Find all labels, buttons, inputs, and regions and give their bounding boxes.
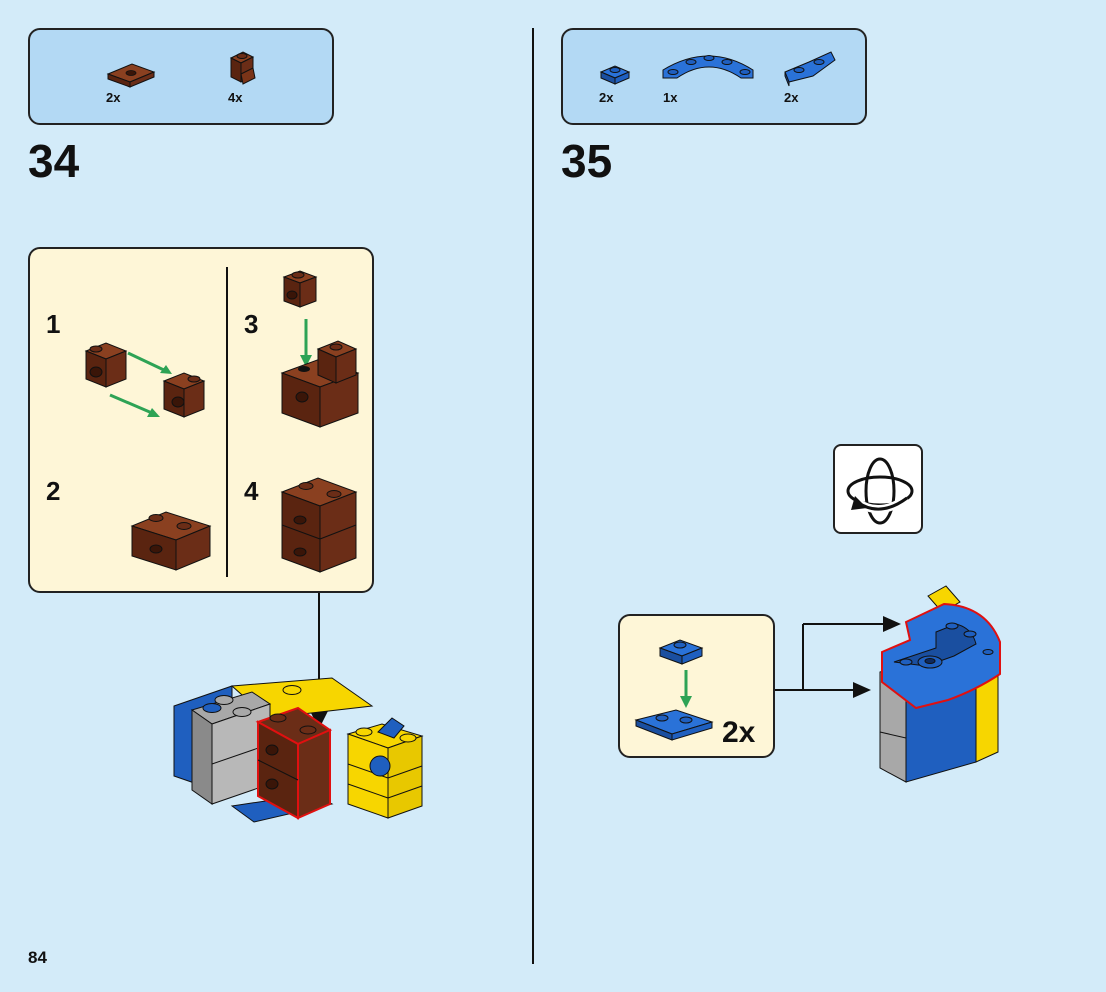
- parts-list-step-35: 2x 1x 2x: [561, 28, 867, 125]
- step-number: 34: [28, 138, 79, 184]
- substep-number: 2: [46, 478, 60, 504]
- blue-wedge-plate: [636, 710, 712, 740]
- step-divider: [532, 28, 534, 964]
- callout-qty: 2x: [722, 718, 755, 748]
- substep-divider: [226, 267, 228, 577]
- substep-callout-box: 1 2 3 4: [28, 247, 374, 593]
- step-35-model: [876, 582, 1006, 792]
- callout-box: 2x: [618, 614, 775, 758]
- part-qty: 2x: [106, 90, 120, 105]
- parts-list-step-34: 2x 4x: [28, 28, 334, 125]
- substep-number: 4: [244, 478, 258, 504]
- blue-plate: [660, 640, 702, 664]
- substep-1-illustration: [80, 337, 220, 437]
- substep-3-illustration: [278, 267, 368, 437]
- callout-illustration: [634, 634, 724, 744]
- blue-arc-plate-icon: [661, 48, 757, 92]
- brown-bracket-brick: [86, 343, 126, 387]
- green-arrow: [300, 319, 312, 367]
- brown-bracket-brick: [164, 373, 204, 417]
- rotate-model-icon: [833, 444, 923, 534]
- part-qty: 1x: [663, 90, 677, 105]
- page-number: 84: [28, 948, 47, 968]
- blue-wedge-plate-icon: [781, 50, 841, 90]
- substep-2-illustration: [130, 504, 220, 584]
- part-qty: 2x: [784, 90, 798, 105]
- step-34-model: [172, 676, 428, 826]
- brown-bracket-brick: [284, 271, 316, 307]
- part-qty: 2x: [599, 90, 613, 105]
- green-arrow: [680, 670, 692, 708]
- substep-number: 1: [46, 311, 60, 337]
- brown-plate-icon: [104, 54, 164, 94]
- substep-number: 3: [244, 311, 258, 337]
- brown-brick-assembly: [282, 341, 358, 427]
- step-number: 35: [561, 138, 612, 184]
- part-qty: 4x: [228, 90, 242, 105]
- blue-plate-icon: [597, 62, 637, 92]
- substep-4-illustration: [278, 474, 368, 584]
